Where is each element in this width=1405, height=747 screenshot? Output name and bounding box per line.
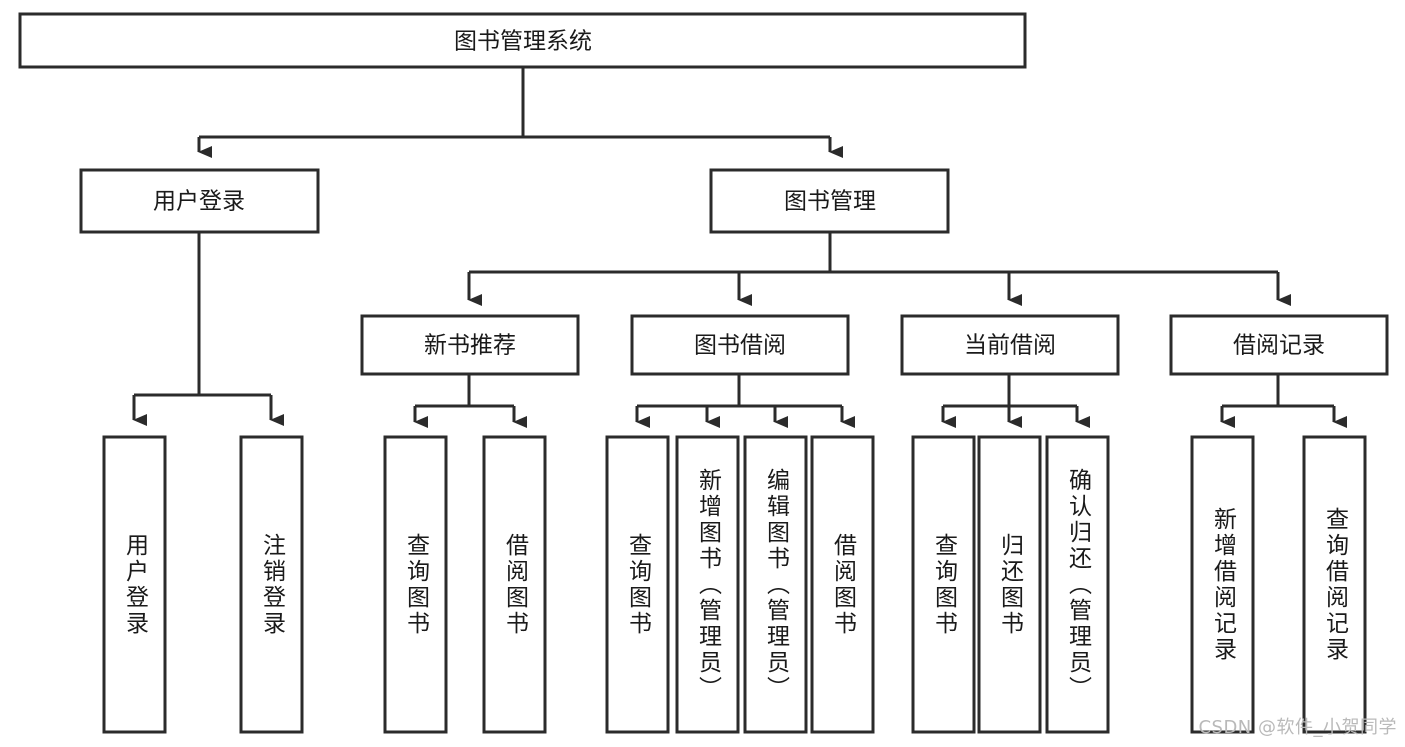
leaf-box-logout[interactable] xyxy=(239,435,304,734)
node-book-management[interactable]: 图书管理 xyxy=(709,168,950,234)
leaf-box-borrow-book-2[interactable] xyxy=(810,435,875,734)
leaf-box-user-login[interactable] xyxy=(102,435,167,734)
node-user-login[interactable]: 用户登录 xyxy=(79,168,320,234)
leaf-box-borrow-book-1[interactable] xyxy=(482,435,547,734)
node-borrow-record-label: 借阅记录 xyxy=(1233,333,1325,359)
node-user-login-label: 用户登录 xyxy=(153,189,245,215)
node-borrow-record[interactable]: 借阅记录 xyxy=(1169,314,1389,376)
leaf-box-query-borrow-record[interactable] xyxy=(1302,435,1367,734)
connector-current-borrow-to-leaves xyxy=(941,374,1090,428)
leaf-box-query-book-3[interactable] xyxy=(911,435,976,734)
node-book-management-label: 图书管理 xyxy=(784,189,876,215)
leaf-box-query-book-2[interactable] xyxy=(605,435,670,734)
connector-borrow-record-to-leaves xyxy=(1220,374,1347,428)
node-new-book-recommend[interactable]: 新书推荐 xyxy=(360,314,580,376)
connector-book-manage-to-level3 xyxy=(467,232,1291,306)
leaf-boxes xyxy=(102,435,1367,734)
node-current-borrow-label: 当前借阅 xyxy=(964,333,1056,359)
node-new-book-recommend-label: 新书推荐 xyxy=(424,333,516,359)
connector-user-login-to-leaves xyxy=(132,232,284,426)
node-book-borrow-label: 图书借阅 xyxy=(694,333,786,359)
connector-new-book-to-leaves xyxy=(413,374,527,428)
connector-root-to-level2 xyxy=(197,67,843,158)
leaf-box-query-book-1[interactable] xyxy=(383,435,448,734)
connector-book-borrow-to-leaves xyxy=(635,374,855,428)
watermark-text: CSDN @软件_小贺同学 xyxy=(1198,717,1397,738)
leaf-box-confirm-return-admin[interactable] xyxy=(1045,435,1110,734)
leaf-box-add-borrow-record[interactable] xyxy=(1190,435,1255,734)
node-root-label: 图书管理系统 xyxy=(454,29,592,55)
node-root-book-management-system[interactable]: 图书管理系统 xyxy=(18,12,1027,69)
leaf-box-return-book[interactable] xyxy=(977,435,1042,734)
leaf-box-add-book-admin[interactable] xyxy=(675,435,740,734)
node-current-borrow[interactable]: 当前借阅 xyxy=(900,314,1120,376)
leaf-box-edit-book-admin[interactable] xyxy=(743,435,808,734)
node-book-borrow[interactable]: 图书借阅 xyxy=(630,314,850,376)
